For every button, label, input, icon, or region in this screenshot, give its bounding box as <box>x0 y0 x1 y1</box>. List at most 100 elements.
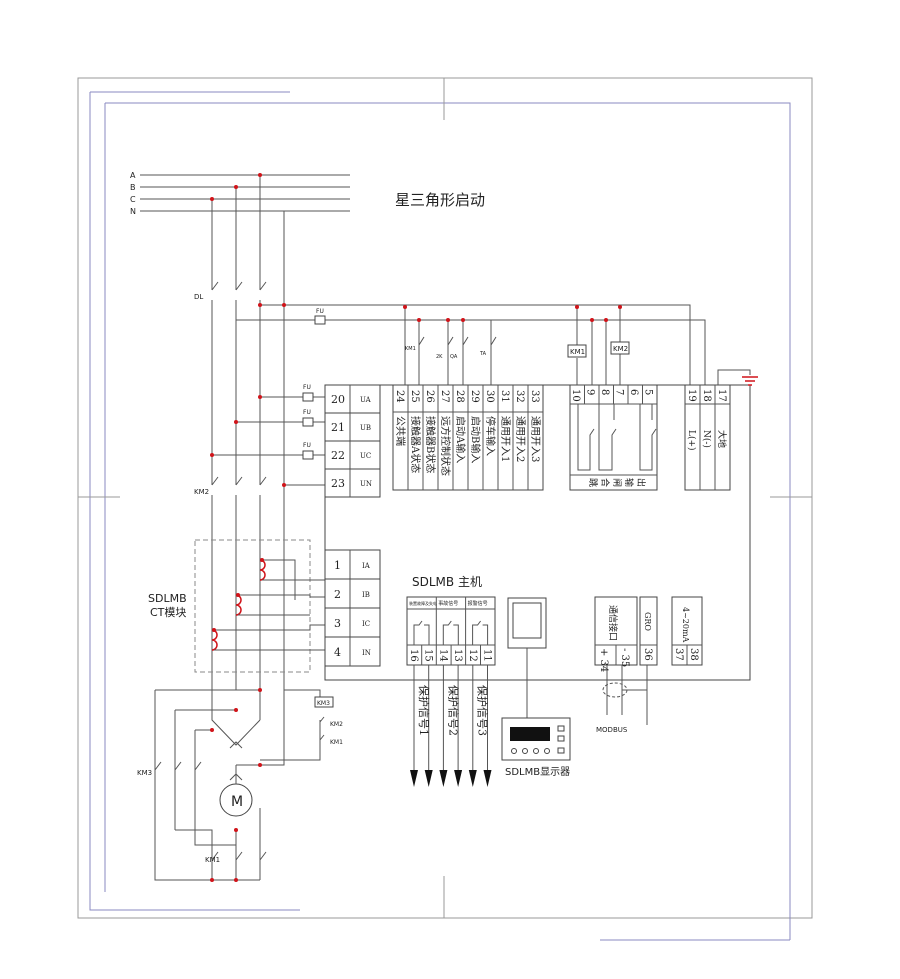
output-label-char: 出 <box>635 478 647 487</box>
terminal-number: 1 <box>334 559 341 572</box>
terminal-label: 启动B输入 <box>469 416 482 463</box>
output-label-char: 输 <box>623 478 635 487</box>
junction-dot <box>403 305 407 309</box>
signal-header: 报警信号 <box>468 600 488 607</box>
terminal-number: 4 <box>334 646 341 659</box>
terminal-number-19: 19 <box>686 389 697 402</box>
svg-text:SDLMB: SDLMB <box>148 592 187 605</box>
junction-dot <box>618 305 622 309</box>
terminal-label: 大地 <box>716 430 728 448</box>
svg-text:2K: 2K <box>436 354 443 360</box>
terminal-number-12: 12 <box>467 649 478 662</box>
terminal-label: IB <box>362 591 370 599</box>
terminal-number-7: 7 <box>614 389 625 395</box>
arrow-icon <box>439 770 448 787</box>
terminal-number-14: 14 <box>437 649 448 662</box>
junction-dot <box>212 628 216 632</box>
terminal-number-9: 9 <box>585 389 596 395</box>
junction-dot <box>575 305 579 309</box>
arrow-icon <box>483 770 492 787</box>
junction-dots <box>210 173 622 882</box>
protection-signal-label: 保护信号3 <box>476 685 490 736</box>
arrow-icon <box>410 770 418 787</box>
junction-dot <box>234 420 238 424</box>
terminal-22 <box>324 440 381 470</box>
junction-dot <box>258 688 262 692</box>
outer-frame <box>77 77 813 919</box>
terminal-1 <box>324 549 381 580</box>
terminal-23 <box>324 468 381 498</box>
terminal-label: UA <box>360 396 372 404</box>
input-terminals: 24公共端25接触器A状态26接触器B状态27远方控制状态28启动A输入29启动… <box>392 384 544 491</box>
svg-text:MODBUS: MODBUS <box>596 726 628 734</box>
analog-header: 4~20mA <box>681 607 690 643</box>
junction-dot <box>234 878 238 882</box>
center-marks <box>78 78 812 918</box>
junction-dot <box>258 173 262 177</box>
terminal-label: 停车输入 <box>484 416 497 456</box>
svg-text:KM2: KM2 <box>613 345 628 353</box>
gro-header: GRO <box>643 612 652 631</box>
junction-dot <box>234 185 238 189</box>
terminal-number-17: 17 <box>716 389 727 402</box>
terminal-number: + 34 <box>598 648 609 672</box>
svg-text:KM3: KM3 <box>317 700 330 707</box>
junction-dot <box>461 318 465 322</box>
output-label-char: 合 <box>599 478 611 487</box>
svg-text:N: N <box>130 207 136 216</box>
junction-dot <box>210 728 214 732</box>
svg-text:KM2: KM2 <box>330 721 343 728</box>
svg-text:M: M <box>231 794 243 810</box>
terminal-number: - 35 <box>619 648 630 667</box>
terminal-number-25: 25 <box>409 390 420 403</box>
arrow-icon <box>424 770 433 787</box>
svg-text:TA: TA <box>479 351 487 357</box>
svg-text:SDLMB显示器: SDLMB显示器 <box>505 766 570 778</box>
terminal-number: 2 <box>334 588 341 601</box>
terminal-label: L(+) <box>686 430 697 451</box>
svg-text:FU: FU <box>303 409 311 416</box>
terminal-number-28: 28 <box>454 390 465 403</box>
terminal-number-27: 27 <box>439 390 450 403</box>
svg-text:CT模块: CT模块 <box>150 606 186 619</box>
svg-text:KM1: KM1 <box>330 739 343 746</box>
svg-text:FU: FU <box>303 442 311 449</box>
km3-label: KM3 <box>137 769 152 777</box>
svg-text:QA: QA <box>450 354 458 360</box>
terminal-number: 36 <box>642 648 653 661</box>
terminal-number: 3 <box>334 617 341 630</box>
junction-dot <box>604 318 608 322</box>
ct-module: SDLMB CT模块 <box>148 539 325 673</box>
junction-dot <box>258 303 262 307</box>
junction-dot <box>590 318 594 322</box>
junction-dot <box>210 453 214 457</box>
terminal-number: 20 <box>331 393 345 406</box>
terminal-number-24: 24 <box>394 390 405 403</box>
comm-header: 通信接口 <box>607 605 619 641</box>
terminal-label: 通用开入3 <box>529 416 541 462</box>
junction-dot <box>282 303 286 307</box>
terminal-20 <box>324 384 381 414</box>
terminal-number-33: 33 <box>529 390 540 403</box>
terminal-label: UN <box>360 480 372 488</box>
terminal-label: 通用开入2 <box>514 416 526 462</box>
terminal-label: N(-) <box>701 430 712 448</box>
junction-dot <box>446 318 450 322</box>
terminal-number: 22 <box>331 449 345 462</box>
terminal-number-8: 8 <box>599 389 610 395</box>
terminal-label: 通用开入1 <box>499 416 511 462</box>
terminal-label: 接触器A状态 <box>409 416 422 473</box>
terminal-number: 37 <box>673 648 684 661</box>
input-switches: KM1 2K QA TA KM1 KM2 <box>404 307 758 386</box>
junction-dot <box>260 558 264 562</box>
junction-dot <box>210 878 214 882</box>
sdlmb-display: SDLMB显示器 <box>501 597 571 778</box>
terminal-label: IC <box>362 620 370 628</box>
terminal-label: UC <box>360 452 371 460</box>
svg-text:KM1: KM1 <box>570 348 585 356</box>
terminal-4 <box>324 636 381 667</box>
motor: M <box>219 741 253 817</box>
